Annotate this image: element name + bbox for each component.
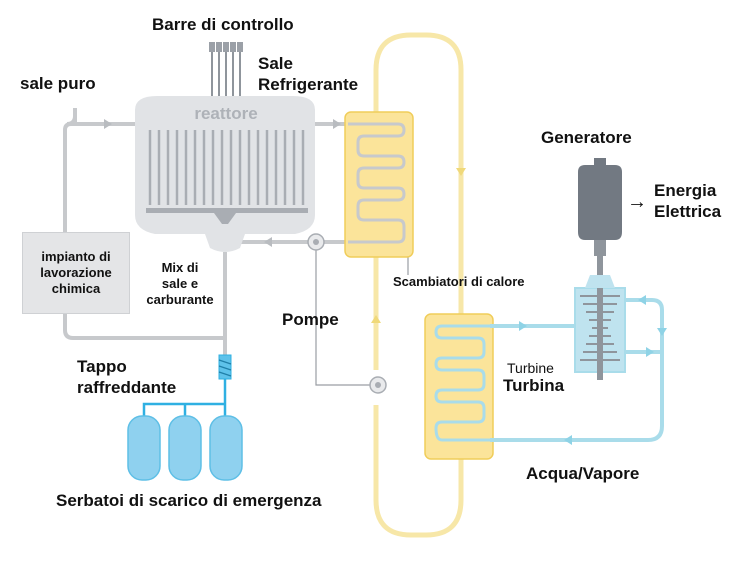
energy-label-2: Elettrica bbox=[654, 202, 722, 221]
pump-lower bbox=[369, 376, 387, 394]
generator-label: Generatore bbox=[541, 128, 632, 147]
reactor-tubes bbox=[148, 130, 305, 205]
chem-plant-line-3: chimica bbox=[51, 281, 101, 296]
reactor-funnel bbox=[214, 213, 236, 224]
exchanger-coil-upper bbox=[348, 122, 406, 244]
fuel-mix-line-3: carburante bbox=[146, 292, 214, 307]
generator-cap bbox=[594, 158, 606, 166]
water-steam-pipes bbox=[490, 298, 664, 442]
coolant-salt-label-2: Refrigerante bbox=[258, 75, 359, 94]
exchanger-coil-lower bbox=[434, 324, 490, 442]
generator bbox=[578, 165, 622, 240]
drain-tanks bbox=[127, 415, 243, 481]
pumps-label: Pompe bbox=[282, 310, 339, 329]
water-steam-label: Acqua/Vapore bbox=[526, 464, 640, 483]
arrow-icon: → bbox=[627, 191, 647, 213]
pump-upper bbox=[307, 233, 325, 251]
turbine-blades bbox=[580, 295, 620, 361]
reactor-vessel bbox=[135, 96, 315, 234]
pipe-arrows bbox=[104, 119, 341, 247]
coolant-loop bbox=[373, 32, 464, 538]
reactor-plate bbox=[146, 208, 308, 213]
generator-base bbox=[594, 240, 606, 256]
drain-tanks-label: Serbatoi di scarico di emergenza bbox=[56, 491, 322, 510]
heat-exchangers-label: Scambiatori di calore bbox=[393, 274, 525, 289]
freeze-plug-label-1: Tappo bbox=[77, 357, 127, 376]
control-rods-label: Barre di controllo bbox=[152, 15, 294, 34]
freeze-plug bbox=[218, 354, 232, 380]
turbine-shaft bbox=[597, 255, 603, 380]
control-rod-heads bbox=[209, 42, 243, 52]
reactor-label: reattore bbox=[194, 104, 257, 123]
water-steam-arrows bbox=[519, 295, 667, 445]
chem-plant-line-2: lavorazione bbox=[40, 265, 112, 280]
turbine-top-cap bbox=[585, 275, 615, 288]
pure-salt-label: sale puro bbox=[20, 74, 96, 93]
reactor-bottom bbox=[205, 234, 245, 252]
freeze-plug-label-2: raffreddante bbox=[77, 378, 177, 397]
fuel-mix-line-1: Mix di bbox=[161, 260, 199, 275]
coolant-salt-label-1: Sale bbox=[258, 54, 293, 73]
fuel-mix-label: Mix di sale e carburante bbox=[135, 260, 225, 308]
chemical-processing-plant: impianto di lavorazione chimica bbox=[22, 232, 130, 314]
energy-label-1: Energia bbox=[654, 181, 717, 200]
fuel-mix-line-2: sale e bbox=[161, 276, 199, 291]
turbine-label: Turbina bbox=[503, 376, 565, 395]
turbine-label-small: Turbine bbox=[507, 360, 554, 376]
chem-plant-line-1: impianto di bbox=[41, 249, 111, 264]
